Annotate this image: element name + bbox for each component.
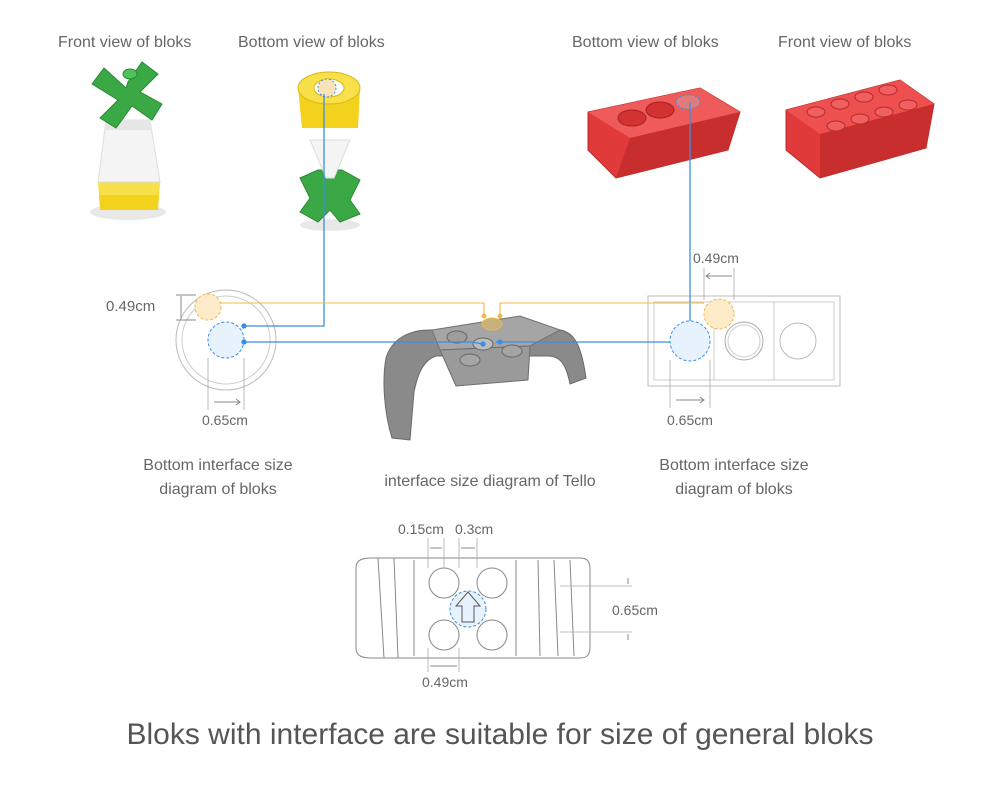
left-height-dimension: 0.49cm: [106, 298, 156, 315]
center-caption: interface size diagram of Tello: [384, 473, 596, 490]
right-top-dimension: 0.49cm: [693, 250, 739, 266]
red-brick-front-image: [785, 79, 935, 179]
right-caption: Bottom interface size diagram of bloks: [634, 454, 834, 502]
bottom-view-right-label: Bottom view of bloks: [572, 34, 719, 51]
plan-side-dimension: 0.65cm: [612, 602, 658, 618]
footer-headline: Bloks with interface are suitable for si…: [126, 718, 874, 751]
tello-interface-image: [383, 315, 587, 441]
front-view-right-label: Front view of bloks: [778, 34, 912, 51]
left-caption-line-1: Bottom interface size: [143, 457, 293, 474]
right-bottom-dimension: 0.65cm: [667, 412, 713, 428]
right-interface-diagram: [647, 268, 841, 408]
red-brick-bottom-image: [587, 87, 741, 179]
orange-connector-lines: [220, 302, 704, 319]
right-caption-line-1: Bottom interface size: [659, 457, 809, 474]
blue-connector-lines: [241, 94, 691, 347]
flower-block-front-image: [90, 61, 166, 220]
left-caption-line-2: diagram of bloks: [159, 481, 277, 498]
left-caption: Bottom interface size diagram of bloks: [118, 454, 318, 502]
plan-dimension-a: 0.15cm: [398, 521, 444, 537]
flower-block-bottom-image: [297, 71, 361, 231]
plan-bottom-dimension: 0.49cm: [422, 674, 468, 690]
left-width-dimension: 0.65cm: [202, 412, 248, 428]
right-caption-line-2: diagram of bloks: [675, 481, 793, 498]
front-view-left-label: Front view of bloks: [58, 34, 192, 51]
left-interface-diagram: [175, 289, 277, 410]
tello-plan-diagram: [355, 538, 632, 672]
plan-dimension-b: 0.3cm: [455, 521, 494, 537]
bottom-view-left-label: Bottom view of bloks: [238, 34, 385, 51]
